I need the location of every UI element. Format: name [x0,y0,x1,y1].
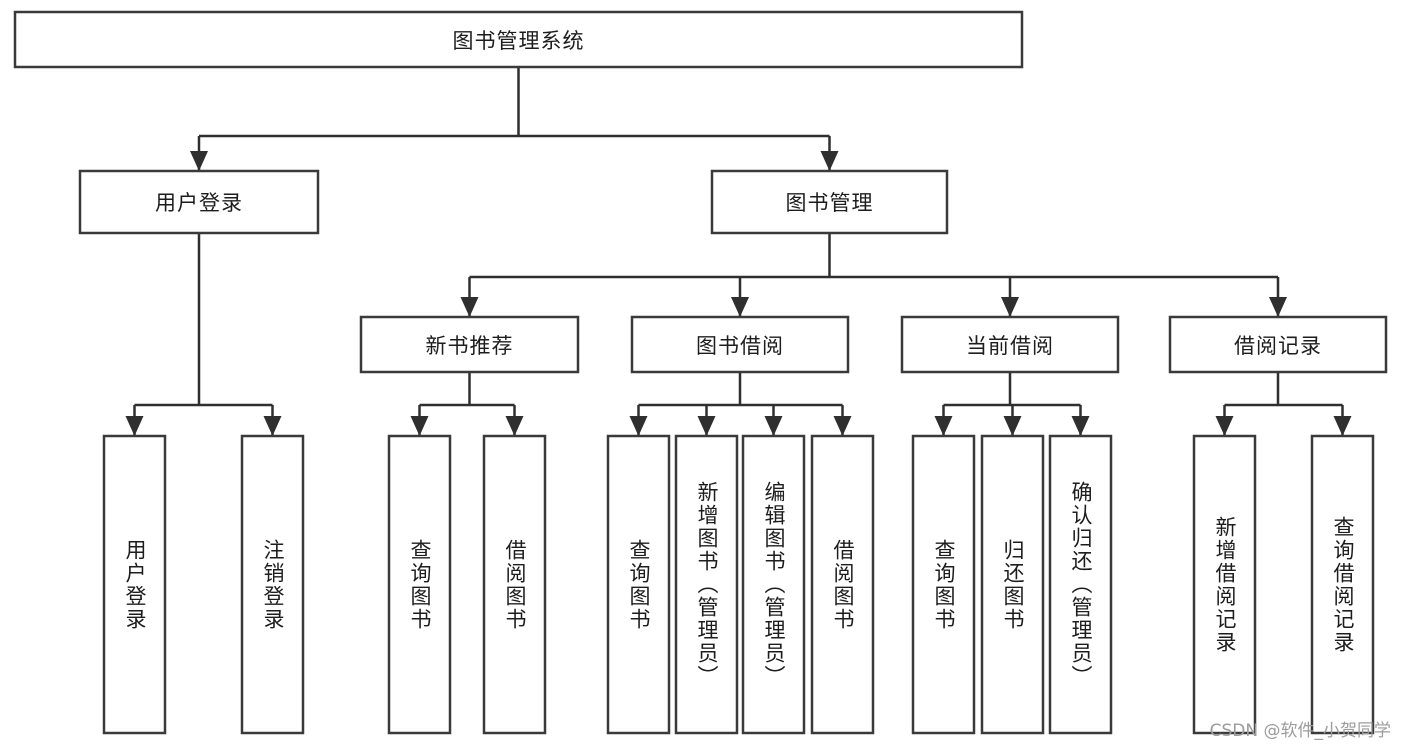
node-leaf-query-book-1[interactable] [387,434,452,735]
node-leaf-borrow-book-1[interactable] [482,434,547,735]
arrow-head-icon [697,416,716,436]
node-book-borrow[interactable] [630,315,850,374]
node-leaf-add-book[interactable] [674,434,739,735]
arrow-head-icon [460,297,479,317]
arrow-head-icon [820,151,839,171]
node-leaf-user-logout[interactable] [240,434,305,735]
node-book-manage[interactable] [710,169,949,235]
arrow-head-icon [505,416,524,436]
node-leaf-query-record[interactable] [1310,434,1375,735]
arrow-head-icon [934,416,953,436]
node-borrow-record[interactable] [1168,315,1388,374]
arrow-head-icon [410,416,429,436]
connector-layer [125,67,1352,436]
arrow-head-icon [629,416,648,436]
arrow-head-icon [1333,416,1352,436]
node-new-book-rec[interactable] [359,315,580,374]
arrow-head-icon [764,416,783,436]
box-layer [13,10,1388,735]
node-user-login[interactable] [78,169,320,235]
arrow-head-icon [1071,416,1090,436]
arrow-head-icon [833,416,852,436]
node-current-borrow[interactable] [900,315,1120,374]
arrow-head-icon [125,416,144,436]
arrow-head-icon [1215,416,1234,436]
arrow-head-icon [190,151,208,171]
arrow-head-icon [1001,297,1019,317]
arrow-head-icon [1003,416,1022,436]
node-leaf-confirm-return[interactable] [1048,434,1113,735]
node-leaf-query-book-2[interactable] [606,434,671,735]
watermark-text: CSDN @软件_小贺同学 [1209,721,1391,741]
node-leaf-add-record[interactable] [1192,434,1257,735]
node-leaf-edit-book[interactable] [741,434,806,735]
node-leaf-borrow-book-2[interactable] [810,434,875,735]
node-leaf-return-book[interactable] [980,434,1045,735]
arrow-head-icon [1269,297,1287,317]
node-root[interactable] [13,10,1024,69]
arrow-head-icon [263,416,282,436]
arrow-head-icon [731,297,749,317]
node-leaf-user-login[interactable] [102,434,167,735]
node-leaf-query-book-3[interactable] [911,434,976,735]
